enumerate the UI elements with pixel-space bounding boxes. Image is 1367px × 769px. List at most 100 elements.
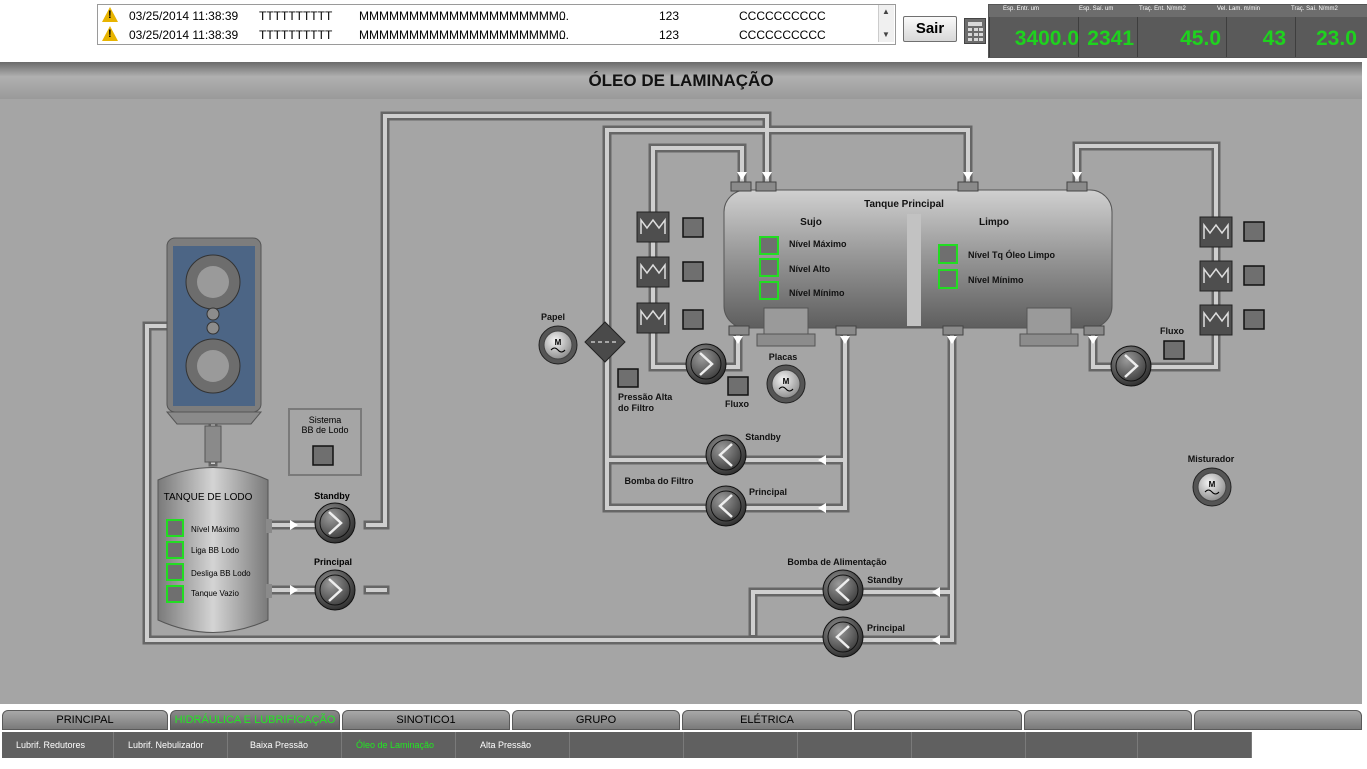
sludge-system-box	[288, 408, 362, 476]
readout-value: 43	[1262, 27, 1286, 50]
readout-label: Esp. Saí. um	[1079, 6, 1114, 12]
alarm-tag: TTTTTTTTTT	[259, 28, 333, 42]
readout-value: 23.0	[1316, 27, 1357, 50]
subtab-lubrif-nebulizador[interactable]: Lubrif. Nebulizador	[114, 732, 228, 758]
tab-hydraulics[interactable]: HIDRÁULICA E LUBRIFICAÇÃO	[170, 710, 340, 730]
exit-button[interactable]: Sair	[903, 16, 957, 42]
subtab-empty[interactable]	[684, 732, 798, 758]
alarm-date: 03/25/2014 11:38:39	[129, 28, 239, 42]
subtab-baixa-pressao[interactable]: Baixa Pressão	[228, 732, 342, 758]
pump-label: Principal	[314, 557, 352, 567]
alarm-message: MMMMMMMMMMMMMMMMMMMM...	[359, 9, 569, 23]
heat-exchangers-right	[1199, 216, 1233, 336]
mixer-label: Misturador	[1188, 454, 1235, 464]
sludge-tank	[157, 467, 272, 633]
subtab-alta-pressao[interactable]: Alta Pressão	[456, 732, 570, 758]
filter-pump-group-label: Bomba do Filtro	[625, 476, 694, 486]
readout-label: Vel. Lam. m/min	[1217, 6, 1261, 12]
scroll-up-icon[interactable]: ▲	[882, 7, 890, 16]
motor-icon[interactable]: M	[1192, 467, 1232, 507]
motor-label: M	[783, 377, 790, 386]
filter-pressure-label: Pressão Alta	[618, 392, 673, 402]
indicator-label: Desliga BB Lodo	[191, 569, 251, 578]
readout-value: 45.0	[1180, 27, 1221, 50]
pump-label: Standby	[745, 432, 781, 442]
dirty-label: Sujo	[800, 217, 822, 228]
pump-label: Standby	[314, 491, 350, 501]
subtab-lubrif-redutores[interactable]: Lubrif. Redutores	[2, 732, 114, 758]
sludge-system-label: Sistema	[309, 415, 342, 425]
tab-eletrica[interactable]: ELÉTRICA	[682, 710, 852, 730]
alarm-class: CCCCCCCCCC	[739, 28, 826, 42]
alarm-tag: TTTTTTTTTT	[259, 9, 333, 23]
motor-icon[interactable]: M	[538, 325, 578, 365]
alarm-date: 03/25/2014 11:38:39	[129, 9, 239, 23]
subtab-empty[interactable]	[912, 732, 1026, 758]
heat-exchangers-left	[636, 211, 670, 334]
alarm-scrollbar[interactable]: ▲ ▼	[878, 5, 894, 42]
pump-label: Standby	[867, 575, 903, 585]
status-boxes-left[interactable]	[682, 217, 704, 330]
pipes	[142, 111, 1221, 645]
filter-flow-status[interactable]	[727, 376, 749, 396]
subtab-empty[interactable]	[798, 732, 912, 758]
tab-principal[interactable]: PRINCIPAL	[2, 710, 168, 730]
pump-icon[interactable]	[685, 343, 727, 385]
indicator-label: Nível Alto	[789, 264, 831, 274]
alarm-value: 0	[559, 28, 566, 42]
pump-icon[interactable]	[822, 616, 864, 658]
alarm-code: 123	[659, 9, 680, 23]
alarm-code: 123	[659, 28, 680, 42]
paper-label: Papel	[541, 312, 565, 322]
tab-empty[interactable]	[1194, 710, 1362, 730]
tab-sinotico1[interactable]: SINOTICO1	[342, 710, 510, 730]
tank-indicators	[759, 236, 958, 300]
calculator-icon[interactable]	[964, 18, 986, 44]
subtab-empty[interactable]	[1138, 732, 1252, 758]
subtab-empty[interactable]	[1026, 732, 1138, 758]
filter-pressure-label: do Filtro	[618, 403, 654, 413]
main-tank	[723, 181, 1113, 347]
tab-empty[interactable]	[1024, 710, 1192, 730]
pump-icon[interactable]	[705, 485, 747, 527]
pump-icon[interactable]	[314, 502, 356, 544]
warning-icon	[102, 7, 118, 22]
filter-pressure-status[interactable]	[617, 368, 639, 388]
pump-label: Principal	[867, 623, 905, 633]
filter-flow-label: Fluxo	[725, 399, 750, 409]
motor-icon[interactable]: M	[766, 364, 806, 404]
process-readouts: Esp. Entr. um Esp. Saí. um Traç. Ent. N/…	[988, 4, 1367, 58]
sludge-system-status[interactable]	[312, 445, 334, 466]
feed-pump-group-label: Bomba de Alimentação	[787, 557, 887, 567]
readout-value: 2341	[1087, 27, 1134, 50]
motor-label: M	[1209, 480, 1216, 489]
sludge-tank-title: TANQUE DE LODO	[164, 492, 253, 503]
pump-label: Principal	[749, 487, 787, 497]
pump-icon[interactable]	[1110, 345, 1152, 387]
subtab-empty[interactable]	[570, 732, 684, 758]
status-boxes-right[interactable]	[1163, 221, 1265, 360]
alarm-row[interactable]: 03/25/2014 11:38:39 TTTTTTTTTT MMMMMMMMM…	[98, 26, 878, 44]
sludge-separator	[165, 237, 263, 463]
alarm-row[interactable]: 03/25/2014 11:38:39 TTTTTTTTTT MMMMMMMMM…	[98, 7, 878, 25]
pump-icon[interactable]	[822, 569, 864, 611]
alarm-message: MMMMMMMMMMMMMMMMMMMM...	[359, 28, 569, 42]
sludge-indicators	[166, 519, 184, 603]
pump-icon[interactable]	[314, 569, 356, 611]
scroll-down-icon[interactable]: ▼	[882, 30, 890, 39]
page-title: ÓLEO DE LAMINAÇÃO	[588, 71, 774, 90]
readout-value: 3400.0	[1014, 27, 1079, 50]
motor-label: M	[555, 338, 562, 347]
plates-label: Placas	[769, 352, 798, 362]
pump-icon[interactable]	[705, 434, 747, 476]
indicator-label: Nível Mínimo	[968, 275, 1024, 285]
tab-empty[interactable]	[854, 710, 1022, 730]
indicator-label: Liga BB Lodo	[191, 546, 240, 555]
indicator-label: Nível Máximo	[789, 239, 847, 249]
subtab-oleo-laminacao[interactable]: Óleo de Laminação	[342, 732, 456, 758]
main-tank-title: Tanque Principal	[864, 199, 944, 210]
alarm-list[interactable]: 03/25/2014 11:38:39 TTTTTTTTTT MMMMMMMMM…	[97, 4, 896, 45]
tab-grupo[interactable]: GRUPO	[512, 710, 680, 730]
title-bar	[0, 62, 1362, 99]
